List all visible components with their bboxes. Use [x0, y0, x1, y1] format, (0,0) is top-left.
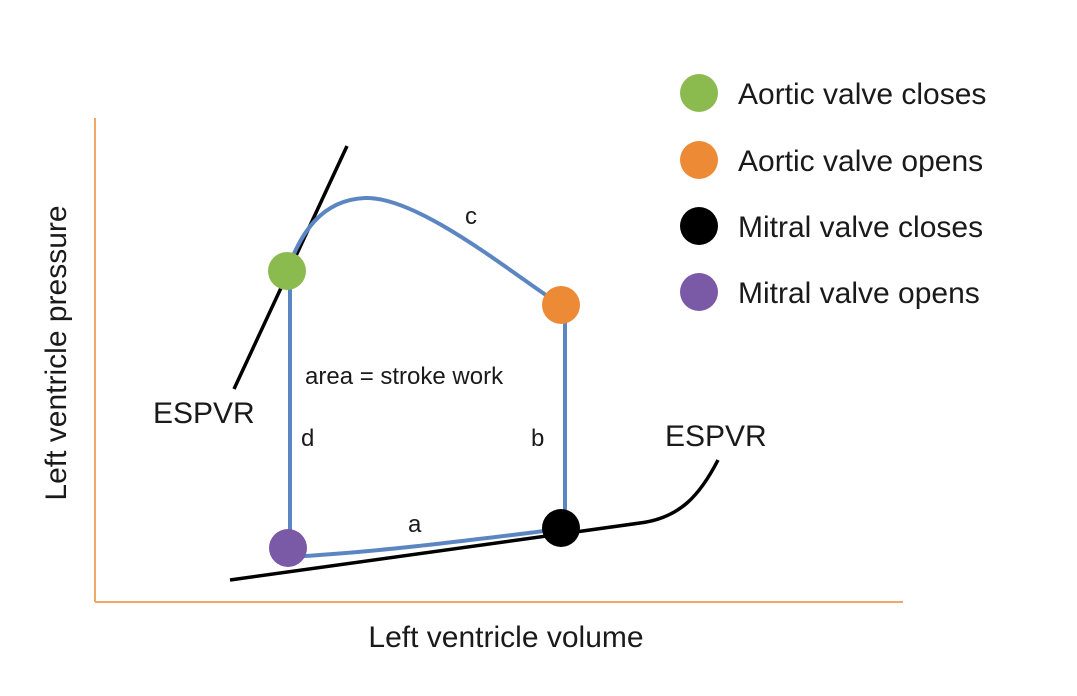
segment-label-d: d	[301, 425, 314, 452]
aortic-valve-opens-marker	[542, 286, 580, 324]
legend-label: Mitral valve opens	[738, 277, 980, 310]
area-label: area = stroke work	[305, 363, 504, 390]
lower-espvr-curve	[229, 459, 720, 582]
legend-swatch-mitral-opens	[680, 273, 718, 311]
segment-label-a: a	[408, 511, 422, 538]
pv-loop-bottom-a	[287, 527, 562, 559]
lower-espvr-label: ESPVR	[665, 420, 767, 453]
x-axis-title: Left ventricle volume	[368, 621, 643, 654]
aortic-valve-closes-marker	[268, 252, 306, 290]
legend-label: Aortic valve opens	[738, 145, 983, 178]
legend-swatch-aortic-opens	[680, 141, 718, 179]
legend-item: Mitral valve opens	[680, 273, 980, 311]
legend-item: Aortic valve closes	[680, 74, 986, 112]
legend: Aortic valve closes Aortic valve opens M…	[680, 74, 986, 311]
mitral-valve-closes-marker	[542, 509, 580, 547]
y-axis-title: Left ventricle pressure	[40, 205, 73, 500]
segment-label-c: c	[465, 203, 477, 230]
legend-swatch-mitral-closes	[680, 207, 718, 245]
upper-espvr-label: ESPVR	[153, 397, 255, 430]
mitral-valve-opens-marker	[269, 529, 307, 567]
legend-item: Aortic valve opens	[680, 141, 983, 179]
legend-item: Mitral valve closes	[680, 207, 983, 245]
segment-label-b: b	[531, 425, 544, 452]
pv-loop-top-c	[285, 195, 563, 307]
legend-label: Mitral valve closes	[738, 211, 983, 244]
legend-label: Aortic valve closes	[738, 78, 986, 111]
legend-swatch-aortic-closes	[680, 74, 718, 112]
